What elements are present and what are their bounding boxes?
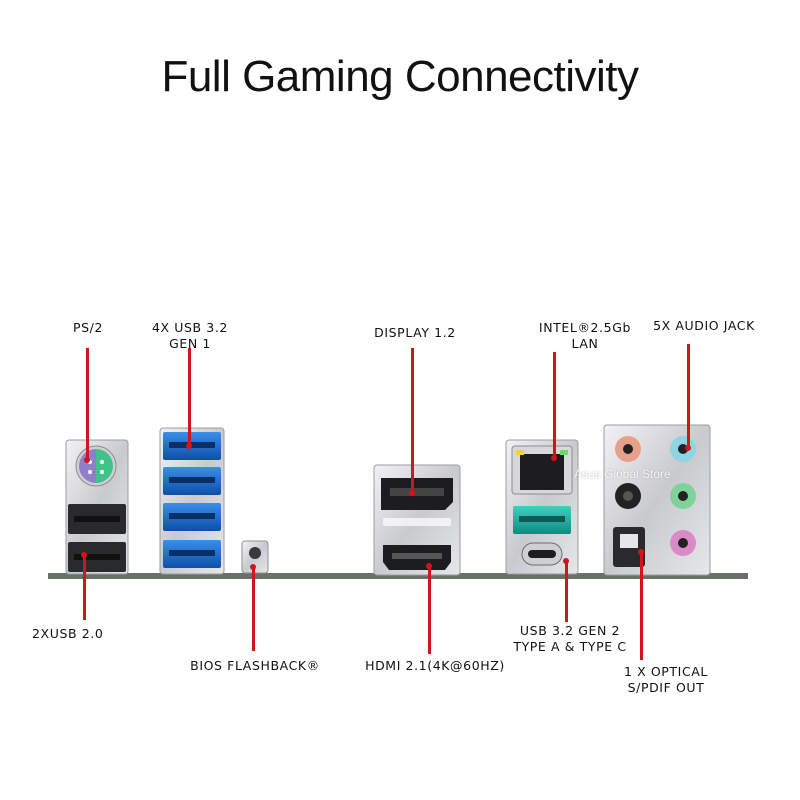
audio-pointer-dot xyxy=(685,445,691,451)
usb20-pointer-dot xyxy=(81,552,87,558)
lan-pointer xyxy=(553,352,556,458)
label-usb20: 2XUSB 2.0 xyxy=(32,626,104,641)
label-display: DISPLAY 1.2 xyxy=(374,325,456,340)
usb32-gen2-type-c xyxy=(528,550,556,558)
lan-port xyxy=(520,454,564,490)
board-edge xyxy=(48,573,748,579)
ps2-pointer xyxy=(86,348,89,460)
usb32-pointer xyxy=(188,348,191,448)
hdmi-pointer-dot xyxy=(426,563,432,569)
lan-usb-stack xyxy=(505,439,579,575)
ps2-usb2-stack xyxy=(65,439,129,575)
audio-stack xyxy=(603,424,711,576)
bios-pointer-dot xyxy=(250,564,256,570)
display-pointer xyxy=(411,348,414,494)
usb32-pointer-dot xyxy=(186,443,192,449)
page-title: Full Gaming Connectivity xyxy=(161,52,639,101)
usb32-gen1-stack xyxy=(159,427,225,575)
video-stack xyxy=(373,464,461,576)
usb32g2-pointer xyxy=(565,562,568,622)
label-ps2: PS/2 xyxy=(72,320,104,335)
optical-pointer xyxy=(640,552,643,660)
usb32g2-pointer-dot xyxy=(563,558,569,564)
watermark: Asus Global Store xyxy=(574,467,671,481)
audio-pointer xyxy=(687,344,690,448)
bios-pointer xyxy=(252,567,255,651)
label-audio: 5X AUDIO JACK xyxy=(653,318,755,333)
label-hdmi: HDMI 2.1(4K@60HZ) xyxy=(365,658,505,673)
display-pointer-dot xyxy=(409,490,415,496)
bios-flashback-button xyxy=(241,540,269,574)
hdmi-pointer xyxy=(428,566,431,654)
ps2-green-half xyxy=(96,449,113,483)
ps2-pointer-dot xyxy=(84,457,90,463)
lan-pointer-dot xyxy=(551,455,557,461)
label-bios-flashback: BIOS FLASHBACK® xyxy=(190,658,320,673)
ps2-purple-half xyxy=(79,449,96,483)
optical-pointer-dot xyxy=(638,549,644,555)
usb20-pointer xyxy=(83,554,86,620)
